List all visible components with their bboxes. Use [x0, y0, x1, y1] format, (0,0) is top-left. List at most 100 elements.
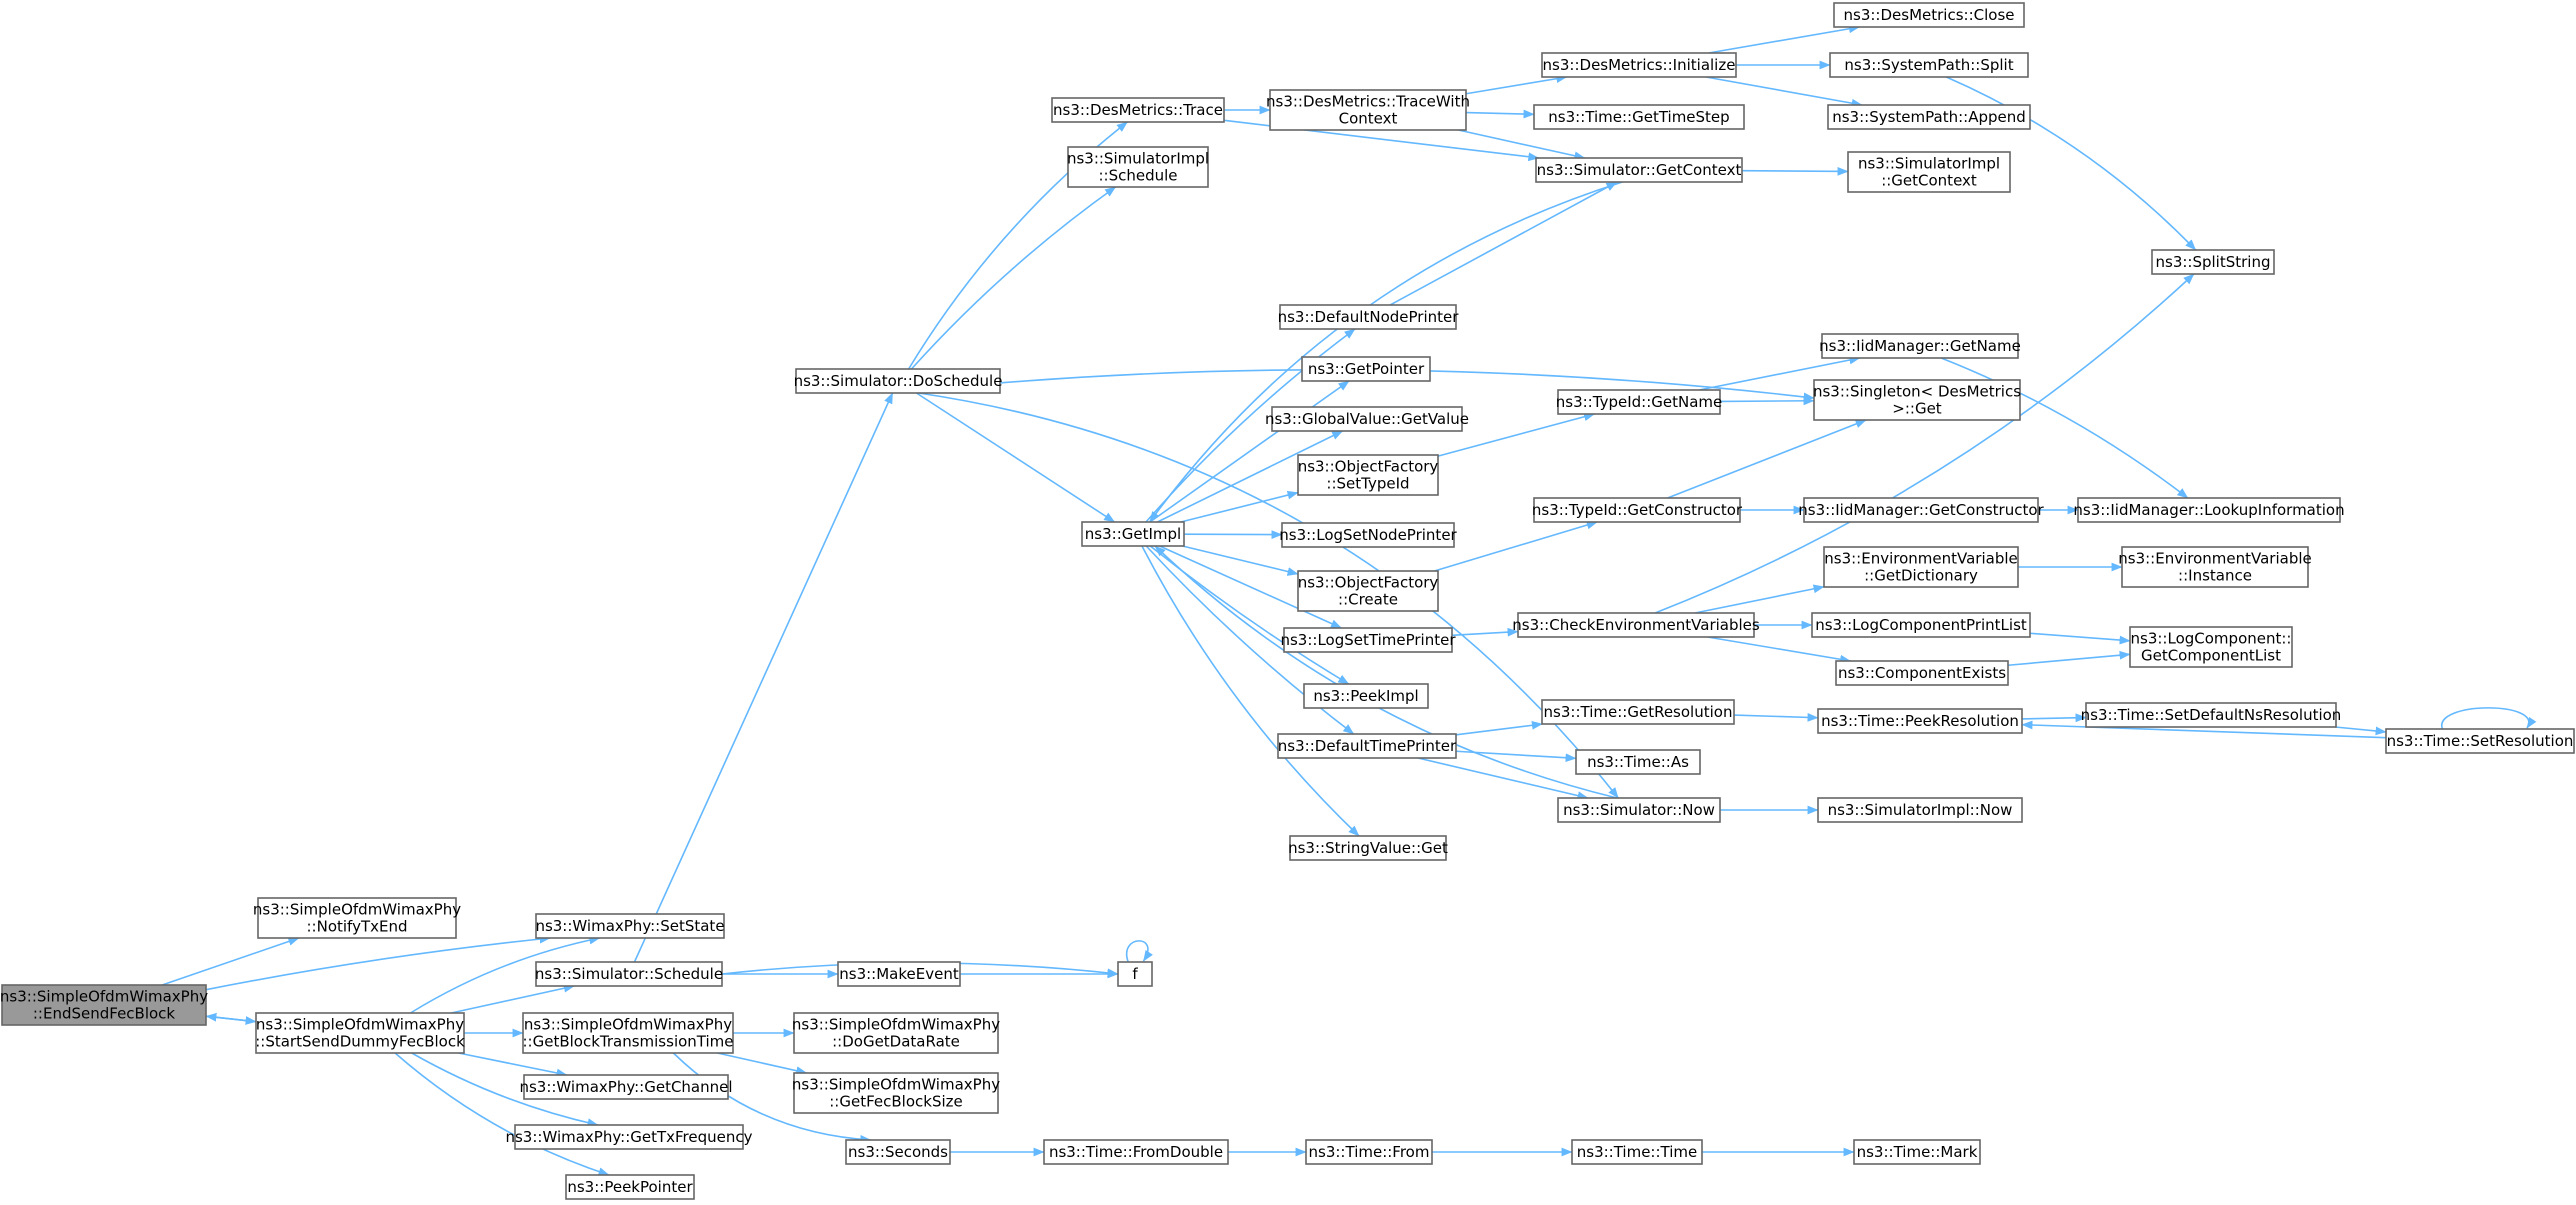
node-box[interactable] — [1821, 333, 2019, 359]
node-box[interactable] — [1557, 797, 1721, 823]
node-iidGetName[interactable]: ns3::IidManager::GetName — [1819, 333, 2021, 359]
node-box[interactable] — [514, 1124, 744, 1150]
node-box[interactable] — [1043, 1139, 1229, 1165]
node-box[interactable] — [1829, 52, 2029, 78]
node-box[interactable] — [1297, 454, 1439, 496]
node-sysAppend[interactable]: ns3::SystemPath::Append — [1827, 104, 2031, 130]
node-globalGetValue[interactable]: ns3::GlobalValue::GetValue — [1265, 406, 1469, 432]
node-simImplSchedule[interactable]: ns3::SimulatorImpl::Schedule — [1067, 146, 1209, 188]
node-splitString[interactable]: ns3::SplitString — [2151, 249, 2275, 275]
node-box[interactable] — [1271, 406, 1463, 432]
node-typeIdGetName[interactable]: ns3::TypeId::GetName — [1556, 389, 1722, 415]
node-ofCreate[interactable]: ns3::ObjectFactory::Create — [1297, 570, 1439, 612]
node-getTxFreq[interactable]: ns3::WimaxPhy::GetTxFrequency — [505, 1124, 753, 1150]
node-compExists[interactable]: ns3::ComponentExists — [1835, 660, 2009, 686]
node-box[interactable] — [1281, 522, 1455, 548]
node-box[interactable] — [1283, 627, 1453, 653]
node-box[interactable] — [2385, 728, 2575, 754]
node-stringValueGet[interactable]: ns3::StringValue::Get — [1288, 835, 1448, 861]
node-simImplNow[interactable]: ns3::SimulatorImpl::Now — [1817, 797, 2023, 823]
node-box[interactable] — [1535, 157, 1743, 183]
node-box[interactable] — [1117, 961, 1153, 987]
node-box[interactable] — [2121, 546, 2309, 588]
node-envInstance[interactable]: ns3::EnvironmentVariable::Instance — [2118, 546, 2312, 588]
node-sysSplit[interactable]: ns3::SystemPath::Split — [1829, 52, 2029, 78]
node-logCompPrintList[interactable]: ns3::LogComponentPrintList — [1811, 612, 2031, 638]
node-startSendDummy[interactable]: ns3::SimpleOfdmWimaxPhy::StartSendDummyF… — [255, 1012, 465, 1054]
node-notifyTxEnd[interactable]: ns3::SimpleOfdmWimaxPhy::NotifyTxEnd — [253, 897, 461, 939]
node-simGetContext[interactable]: ns3::Simulator::GetContext — [1535, 157, 1743, 183]
node-box[interactable] — [1811, 612, 2031, 638]
node-box[interactable] — [1303, 683, 1429, 709]
node-box[interactable] — [1833, 2, 2025, 28]
node-logSetTimePrinter[interactable]: ns3::LogSetTimePrinter — [1280, 627, 1456, 653]
node-doSchedule[interactable]: ns3::Simulator::DoSchedule — [794, 368, 1003, 394]
node-simImplGetContext[interactable]: ns3::SimulatorImpl::GetContext — [1847, 151, 2011, 193]
node-box[interactable] — [795, 368, 1001, 394]
node-box[interactable] — [522, 1012, 734, 1054]
node-box[interactable] — [1823, 546, 2019, 588]
node-logSetNodePrinter[interactable]: ns3::LogSetNodePrinter — [1279, 522, 1458, 548]
node-box[interactable] — [1575, 749, 1701, 775]
node-singletonGet[interactable]: ns3::Singleton< DesMetrics >::Get — [1813, 379, 2021, 421]
node-box[interactable] — [535, 961, 723, 987]
node-timePeekRes[interactable]: ns3::Time::PeekResolution — [1817, 708, 2023, 734]
node-box[interactable] — [1067, 146, 1209, 188]
node-box[interactable] — [1301, 356, 1431, 382]
node-box[interactable] — [1279, 304, 1457, 330]
node-box[interactable] — [257, 897, 457, 939]
node-checkEnv[interactable]: ns3::CheckEnvironmentVariables — [1512, 612, 1760, 638]
node-seconds[interactable]: ns3::Seconds — [845, 1139, 951, 1165]
node-box[interactable] — [1813, 379, 2021, 421]
node-fromDouble[interactable]: ns3::Time::FromDouble — [1043, 1139, 1229, 1165]
node-box[interactable] — [2129, 626, 2293, 668]
node-timeMark[interactable]: ns3::Time::Mark — [1853, 1139, 1981, 1165]
node-box[interactable] — [1289, 835, 1447, 861]
node-iidGetCtor[interactable]: ns3::IidManager::GetConstructor — [1798, 497, 2045, 523]
node-desTrace[interactable]: ns3::DesMetrics::Trace — [1051, 97, 1225, 123]
node-box[interactable] — [1277, 733, 1457, 759]
node-getTimeStep[interactable]: ns3::Time::GetTimeStep — [1533, 104, 1745, 130]
node-root[interactable]: ns3::SimpleOfdmWimaxPhy::EndSendFecBlock — [0, 984, 208, 1026]
node-box[interactable] — [1817, 708, 2023, 734]
node-defNodePrinter[interactable]: ns3::DefaultNodePrinter — [1278, 304, 1460, 330]
node-box[interactable] — [1571, 1139, 1703, 1165]
node-timeAs[interactable]: ns3::Time::As — [1575, 749, 1701, 775]
node-box[interactable] — [1853, 1139, 1981, 1165]
node-box[interactable] — [523, 1074, 729, 1100]
node-box[interactable] — [255, 1012, 465, 1054]
node-box[interactable] — [793, 1012, 999, 1054]
node-box[interactable] — [535, 913, 725, 939]
node-timeTime[interactable]: ns3::Time::Time — [1571, 1139, 1703, 1165]
node-box[interactable] — [1557, 389, 1721, 415]
node-doGetDataRate[interactable]: ns3::SimpleOfdmWimaxPhy::DoGetDataRate — [792, 1012, 1000, 1054]
node-box[interactable] — [1533, 497, 1741, 523]
node-box[interactable] — [1517, 612, 1755, 638]
node-box[interactable] — [1847, 151, 2011, 193]
node-peekImpl[interactable]: ns3::PeekImpl — [1303, 683, 1429, 709]
node-box[interactable] — [1297, 570, 1439, 612]
node-box[interactable] — [1541, 52, 1737, 78]
node-desClose[interactable]: ns3::DesMetrics::Close — [1833, 2, 2025, 28]
node-timeFrom[interactable]: ns3::Time::From — [1305, 1139, 1433, 1165]
node-box[interactable] — [1533, 104, 1745, 130]
node-getImpl[interactable]: ns3::GetImpl — [1081, 521, 1185, 547]
node-box[interactable] — [1305, 1139, 1433, 1165]
node-box[interactable] — [845, 1139, 951, 1165]
node-envGetDict[interactable]: ns3::EnvironmentVariable::GetDictionary — [1823, 546, 2019, 588]
node-box[interactable] — [1081, 521, 1185, 547]
node-defTimePrinter[interactable]: ns3::DefaultTimePrinter — [1277, 733, 1457, 759]
node-box[interactable] — [1817, 797, 2023, 823]
node-getBlockTx[interactable]: ns3::SimpleOfdmWimaxPhy::GetBlockTransmi… — [522, 1012, 734, 1054]
node-setState[interactable]: ns3::WimaxPhy::SetState — [535, 913, 725, 939]
node-box[interactable] — [1269, 89, 1467, 131]
node-desInit[interactable]: ns3::DesMetrics::Initialize — [1541, 52, 1737, 78]
node-box[interactable] — [837, 961, 961, 987]
node-box[interactable] — [1, 984, 207, 1026]
node-box[interactable] — [2085, 702, 2337, 728]
node-box[interactable] — [1835, 660, 2009, 686]
node-timeSetDefNsRes[interactable]: ns3::Time::SetDefaultNsResolution — [2081, 702, 2342, 728]
node-timeGetRes[interactable]: ns3::Time::GetResolution — [1541, 699, 1735, 725]
node-box[interactable] — [1803, 497, 2039, 523]
node-simSchedule[interactable]: ns3::Simulator::Schedule — [535, 961, 723, 987]
